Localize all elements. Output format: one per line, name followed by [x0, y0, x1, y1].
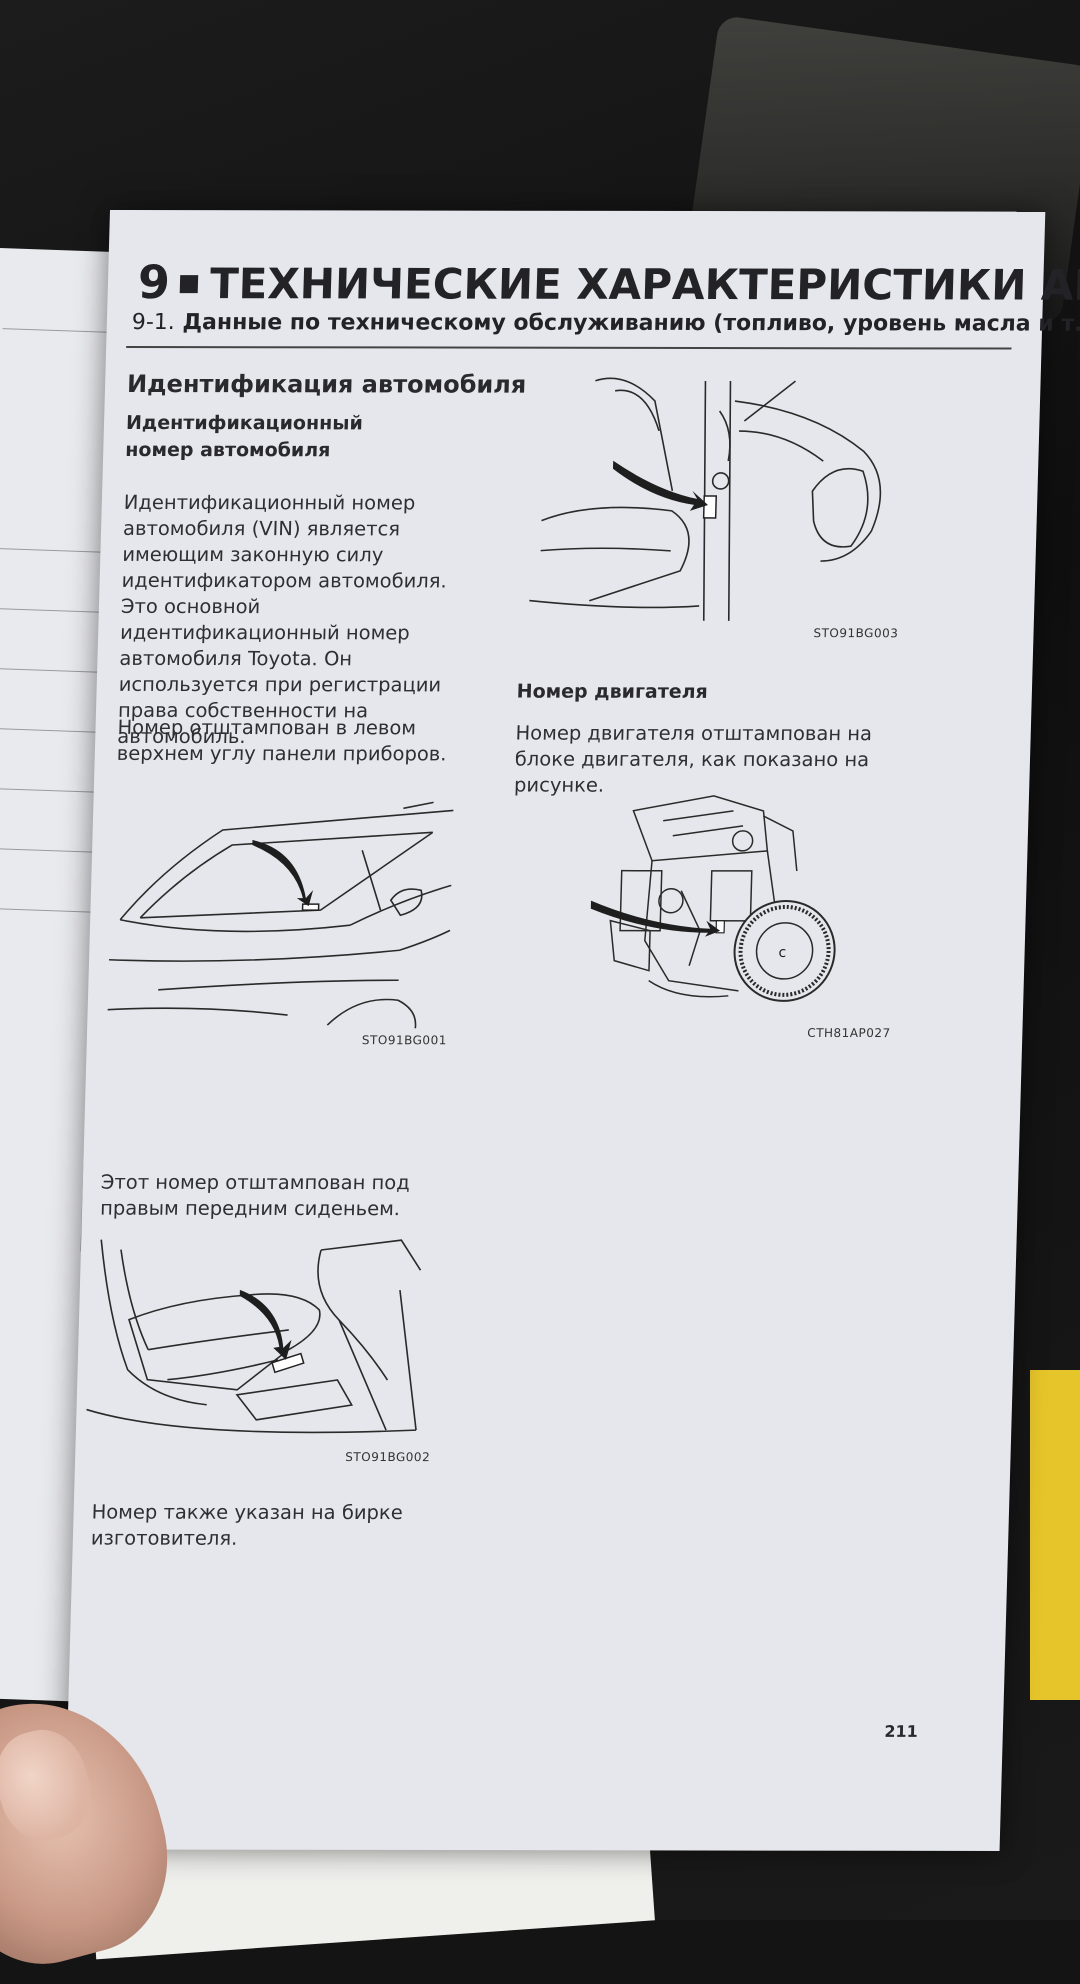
section-number: 9-1.	[131, 310, 176, 336]
figure-caption-engine: CTH81AP027	[807, 1025, 891, 1041]
section-title: Данные по техническому обслуживанию (топ…	[182, 310, 1080, 337]
manufacturer-label-text: Номер также указан на бирке изготовителя…	[90, 1500, 404, 1550]
svg-text:c: c	[778, 945, 786, 961]
manual-page: 9 ТЕХНИЧЕСКИЕ ХАРАКТЕРИСТИКИ АВТОМОБИЛЯ 9…	[64, 210, 1080, 1851]
engine-number-heading: Номер двигателя	[516, 680, 709, 703]
section-heading: 9-1. Данные по техническому обслуживанию…	[132, 310, 1080, 337]
engine-number-text: Номер двигателя отштампован на блоке дви…	[513, 721, 873, 797]
identification-heading: Идентификация автомобиля	[126, 369, 527, 399]
heading-rule	[126, 345, 1012, 350]
engine-illustration: c	[588, 791, 855, 1021]
page-number: 211	[884, 1721, 919, 1741]
dashboard-illustration	[97, 790, 464, 1031]
yellow-object	[1030, 1370, 1080, 1700]
figure-caption-dashboard: STO91BG001	[361, 1033, 448, 1048]
seat-illustration	[85, 1230, 431, 1451]
chapter-heading: 9 ТЕХНИЧЕСКИЕ ХАРАКТЕРИСТИКИ АВТОМОБИЛЯ	[137, 255, 1080, 311]
door-pillar-illustration	[529, 371, 916, 622]
figure-caption-seat: STO91BG002	[345, 1449, 431, 1465]
chapter-number: 9	[137, 255, 171, 310]
seat-location-text: Этот номер отштампован под правым передн…	[99, 1170, 411, 1221]
figure-caption-pillar: STO91BG003	[813, 626, 899, 641]
dashboard-location-text: Номер отштампован в левом верхнем углу п…	[116, 715, 447, 766]
vin-subheading: Идентификационный номер автомобиля	[124, 411, 364, 462]
square-bullet-icon	[179, 275, 199, 294]
vin-paragraph: Идентификационный номер автомобиля (VIN)…	[116, 490, 448, 749]
chapter-title: ТЕХНИЧЕСКИЕ ХАРАКТЕРИСТИКИ АВТОМОБИЛЯ	[209, 259, 1080, 311]
